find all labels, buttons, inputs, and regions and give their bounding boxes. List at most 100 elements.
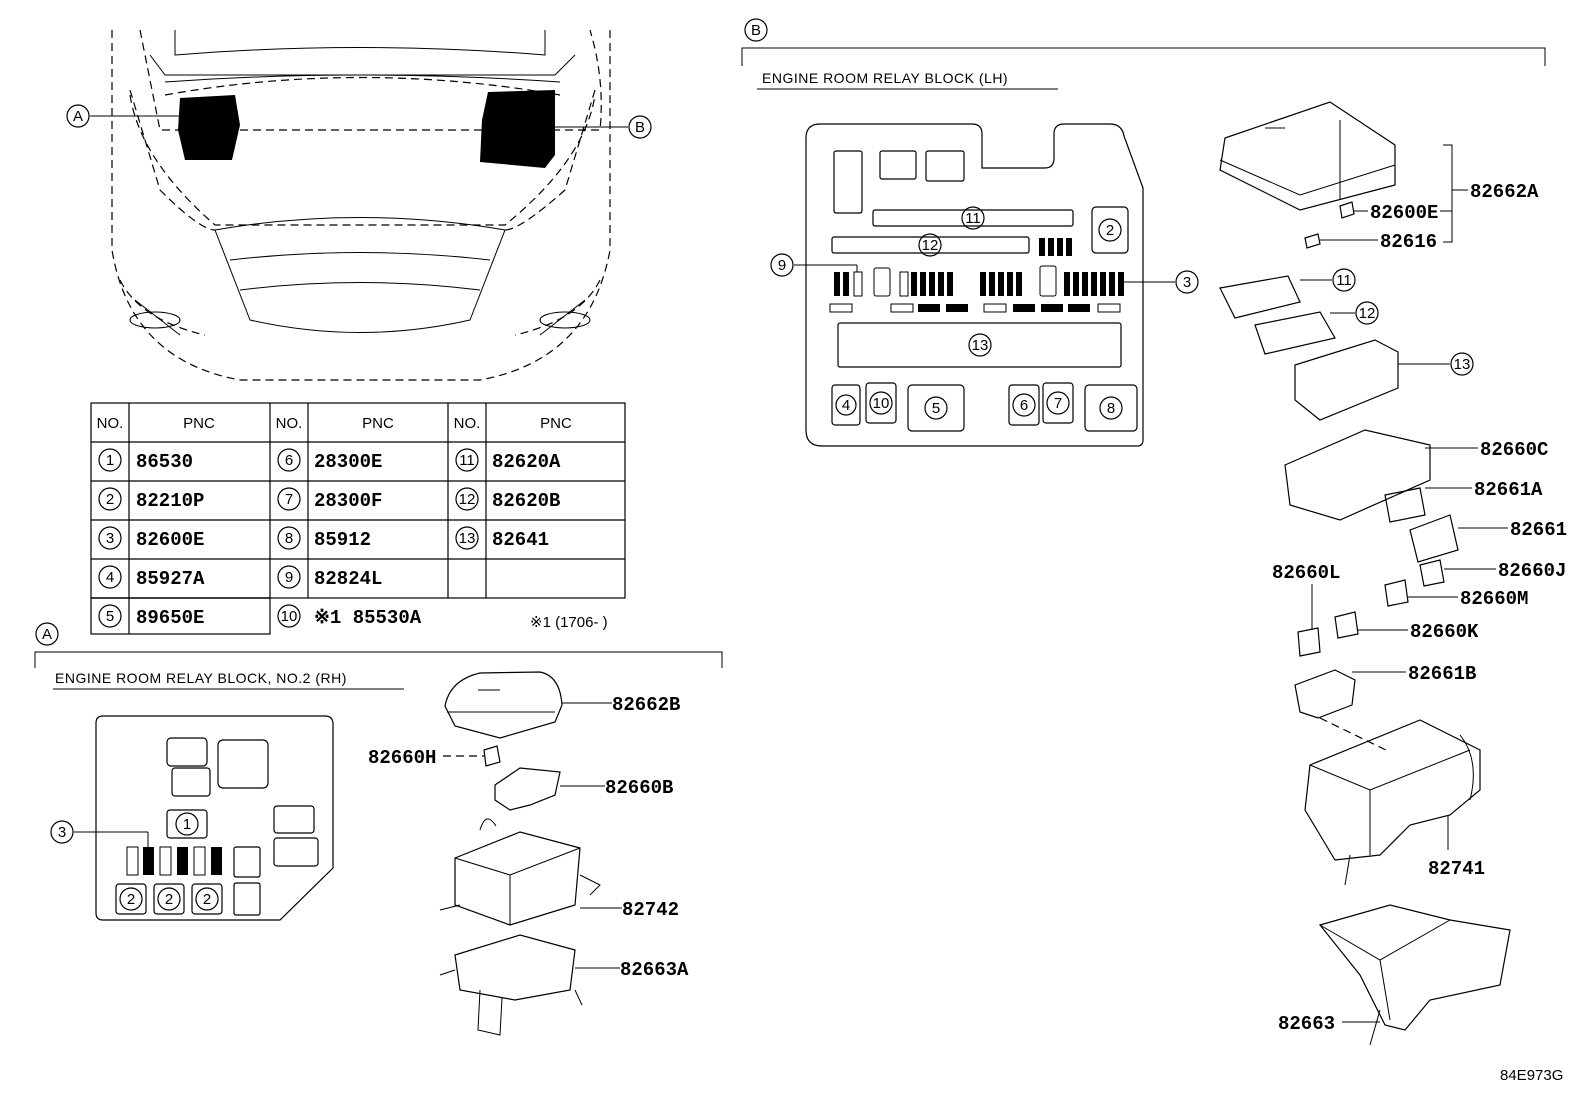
label-82600e: 82600E (1370, 202, 1438, 224)
section-a-title: ENGINE ROOM RELAY BLOCK, NO.2 (RH) (55, 670, 347, 686)
label-82616: 82616 (1380, 231, 1437, 253)
section-a: A ENGINE ROOM RELAY BLOCK, NO.2 (RH) 1 2… (34, 622, 723, 1036)
callout-13-part: 13 (1454, 356, 1471, 373)
holder-82661b-drawing (1294, 669, 1356, 719)
table-no-circle (98, 487, 122, 511)
label-82660h: 82660H (368, 747, 436, 769)
relay-block-a-location (178, 95, 240, 160)
marker-a-label: A (73, 108, 83, 125)
cover-82662a-drawing (1219, 101, 1396, 211)
label-82741: 82741 (1428, 858, 1485, 880)
table-header-no-1: NO. (97, 415, 124, 432)
table-no: 2 (106, 491, 114, 508)
clip-82660k-drawing (1334, 611, 1359, 639)
label-82661b: 82661B (1408, 663, 1476, 685)
table-pnc: 82620B (492, 490, 560, 512)
table-no-circle (277, 487, 301, 511)
callout-4: 4 (842, 397, 850, 414)
label-82661a: 82661A (1474, 479, 1543, 501)
relay-block-13-drawing (1294, 339, 1399, 421)
callout-fuse-2a: 2 (127, 891, 135, 908)
table-no: 8 (285, 530, 293, 547)
label-82660k: 82660K (1410, 621, 1479, 643)
table-no-circle (277, 526, 301, 550)
table-no-circle (277, 448, 301, 472)
fuse-row-lower (829, 303, 1121, 313)
block-82660c-drawing (1284, 429, 1431, 521)
label-82660m: 82660M (1460, 588, 1528, 610)
table-pnc: 85912 (314, 529, 371, 551)
section-b: B ENGINE ROOM RELAY BLOCK (LH) 11 2 12 (741, 18, 1567, 1046)
marker-b-label: B (635, 119, 645, 136)
holder-82661a-drawing (1384, 487, 1426, 523)
table-header-pnc-3: PNC (540, 415, 572, 432)
clip-82660h-drawing (483, 745, 501, 767)
label-82660b: 82660B (605, 777, 673, 799)
table-pnc: 82600E (136, 529, 204, 551)
box-82742-drawing (439, 818, 601, 926)
callout-13: 13 (972, 337, 989, 354)
table-no-circle (455, 526, 479, 550)
table-pnc: 85927A (136, 568, 205, 590)
table-header-pnc-2: PNC (362, 415, 394, 432)
section-b-marker: B (751, 22, 761, 39)
table-no: 11 (459, 452, 475, 469)
label-82662b: 82662B (612, 694, 680, 716)
clip-82660j-drawing (1419, 559, 1445, 587)
table-no: 13 (459, 530, 476, 547)
section-a-marker: A (42, 626, 52, 643)
callout-6: 6 (1020, 397, 1028, 414)
table-footnote: ※1 (1706- ) (530, 614, 608, 631)
section-b-title: ENGINE ROOM RELAY BLOCK (LH) (762, 70, 1008, 86)
callout-5: 5 (932, 400, 940, 417)
relay-block-b-location (480, 90, 555, 168)
label-82660j: 82660J (1498, 560, 1566, 582)
label-82660l: 82660L (1272, 562, 1340, 584)
table-no: 12 (459, 491, 476, 508)
box-82741-drawing (1304, 719, 1481, 886)
cover-82662b-drawing (444, 671, 563, 739)
vehicle-front-view: A B (66, 29, 652, 381)
fuse-puller-drawing (1339, 201, 1355, 219)
table-pnc: 82620A (492, 451, 561, 473)
table-no: 7 (285, 491, 293, 508)
table-header-no-3: NO. (454, 415, 481, 432)
fuse-row-main (834, 265, 1124, 297)
table-no: 4 (106, 569, 114, 586)
table-no: 5 (106, 608, 114, 625)
table-no: 1 (106, 452, 114, 469)
callout-fuse-2b: 2 (165, 891, 173, 908)
lower-cover-82663-drawing (1318, 904, 1511, 1046)
callout-12: 12 (922, 237, 939, 254)
callout-relay-1: 1 (183, 816, 191, 833)
fuse-row-upper (1039, 238, 1072, 256)
label-82660c: 82660C (1480, 439, 1548, 461)
diagram-id: 84E973G (1500, 1067, 1563, 1084)
table-no-circle (455, 448, 479, 472)
table-no: 9 (285, 569, 293, 586)
table-pnc: 86530 (136, 451, 193, 473)
table-pnc: 82824L (314, 568, 382, 590)
table-no-circle (98, 604, 122, 628)
table-no: 6 (285, 452, 293, 469)
callout-10: 10 (873, 395, 890, 412)
label-82661: 82661 (1510, 519, 1567, 541)
fuse-block-12-drawing (1254, 311, 1336, 355)
callout-2: 2 (1106, 222, 1114, 239)
clip-82660l-drawing (1297, 627, 1321, 657)
label-82663a: 82663A (620, 959, 689, 981)
block-b-layout (805, 123, 1144, 447)
table-pnc: 28300F (314, 490, 382, 512)
table-pnc: ※1 85530A (314, 607, 422, 629)
bracket-82660b-drawing (494, 767, 561, 811)
callout-7: 7 (1054, 395, 1062, 412)
callout-3: 3 (1183, 274, 1191, 291)
label-82663: 82663 (1278, 1013, 1335, 1035)
lower-cover-82663a-drawing (439, 934, 583, 1036)
fuse-block-11-drawing (1219, 275, 1301, 319)
label-82742: 82742 (622, 899, 679, 921)
callout-fuse-2c: 2 (203, 891, 211, 908)
